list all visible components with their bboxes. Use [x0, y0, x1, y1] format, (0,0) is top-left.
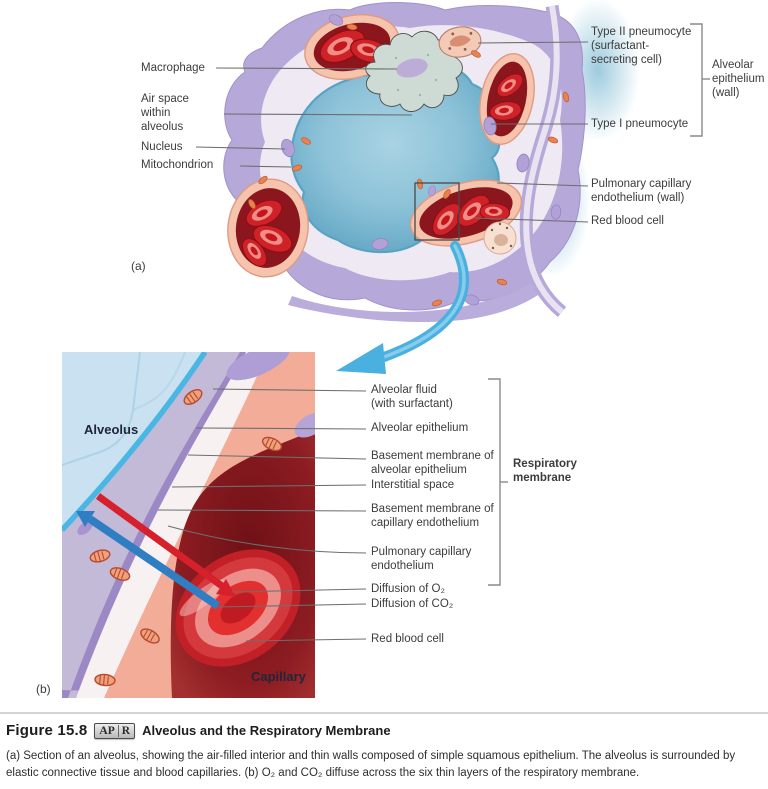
alveolus-diagram-artwork: [62, 0, 710, 698]
label-interstitial-space: Interstitial space: [371, 479, 455, 491]
label-red-blood-cell-b: Red blood cell: [371, 633, 444, 645]
respiratory-membrane-bracket: [488, 378, 501, 586]
label-red-blood-cell-a: Red blood cell: [591, 215, 664, 227]
bottom-tissue-band: [288, 280, 541, 323]
apr-badge-ap: AP: [99, 724, 115, 737]
label-alveolus-region: Alveolus: [84, 422, 139, 437]
figure-number: Figure 15.8: [6, 722, 88, 739]
label-diffusion-o2: Diffusion of O₂: [371, 583, 445, 595]
apr-badge: AP R: [94, 722, 136, 739]
alveolar-epithelium-bracket: [690, 23, 703, 137]
leader-lines: [157, 41, 589, 642]
label-alveolar-epithelium-wall: Alveolar epithelium (wall): [712, 59, 765, 99]
label-respiratory-membrane: Respiratory membrane: [513, 458, 577, 484]
zoom-rectangle: [414, 182, 460, 241]
alveolar-fluid-line: [62, 352, 208, 532]
panel-b-illustration: [62, 352, 315, 698]
label-macrophage: Macrophage: [141, 62, 205, 74]
label-capillary-region: Capillary: [251, 669, 306, 684]
caption-body: (a) Section of an alveolus, showing the …: [6, 750, 736, 779]
caption-divider: [0, 712, 768, 714]
type-ii-pneumocyte-cell: [438, 26, 482, 58]
label-alveolar-fluid: Alveolar fluid (with surfactant): [371, 384, 453, 410]
label-basement-membrane-capillary: Basement membrane of capillary endotheli…: [371, 503, 494, 529]
label-nucleus: Nucleus: [141, 141, 183, 153]
label-basement-membrane-alveolar: Basement membrane of alveolar epithelium: [371, 450, 494, 476]
diffusion-arrow-o2: [95, 493, 236, 597]
label-type-i-pneumocyte: Type I pneumocyte: [591, 118, 689, 130]
apr-badge-r: R: [121, 724, 131, 737]
white-blood-cell: [483, 221, 517, 255]
red-blood-cell-large: [175, 549, 301, 667]
label-mitochondrion: Mitochondrion: [141, 159, 214, 171]
diffusion-arrow-co2: [76, 511, 221, 610]
panel-a-illustration: [223, 0, 640, 374]
alveolar-wall-band: [519, 4, 567, 318]
label-type-ii-pneumocyte: Type II pneumocyte (surfactant- secretin…: [591, 26, 692, 66]
label-alveolar-epithelium: Alveolar epithelium: [371, 422, 469, 434]
macrophage-cell: [365, 30, 463, 112]
caption-header: Figure 15.8 AP R Alveolus and the Respira…: [6, 722, 391, 739]
figure-title: Alveolus and the Respiratory Membrane: [142, 723, 391, 738]
brackets: [488, 23, 710, 586]
label-diffusion-co2: Diffusion of CO₂: [371, 598, 454, 610]
label-pulmonary-capillary-endothelium: Pulmonary capillary endothelium: [371, 546, 472, 572]
apr-badge-divider: [117, 724, 119, 737]
panel-a-tag: (a): [131, 259, 146, 273]
panel-b-tag: (b): [36, 682, 51, 696]
label-pulmonary-capillary-endothelium-wall: Pulmonary capillary endothelium (wall): [591, 178, 692, 204]
label-air-space: Air space within alveolus: [141, 93, 189, 133]
zoom-arrow: [336, 241, 469, 374]
